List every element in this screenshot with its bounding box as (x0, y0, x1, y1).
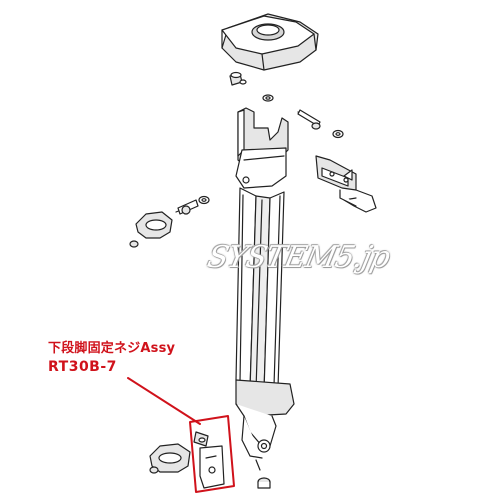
leg-lock-clip (315, 155, 377, 213)
leg-foot (235, 379, 295, 489)
callout-leader (127, 377, 235, 493)
part-name-label: 下段脚固定ネジAssy (48, 341, 176, 356)
leg-hinge-head (235, 107, 289, 189)
part-code-label: RT30B-7 (48, 359, 117, 375)
upper-knob-assembly (129, 195, 210, 248)
top-fasteners (229, 71, 274, 102)
lower-knob-assembly (149, 431, 225, 489)
watermark-logo: SYSTEM5.jp (204, 240, 393, 275)
top-casting (221, 13, 319, 71)
part-callout: 下段脚固定ネジAssy RT30B-7 (48, 340, 175, 376)
hinge-bolt-right (297, 109, 344, 139)
leg-tube-assembly (235, 187, 285, 393)
